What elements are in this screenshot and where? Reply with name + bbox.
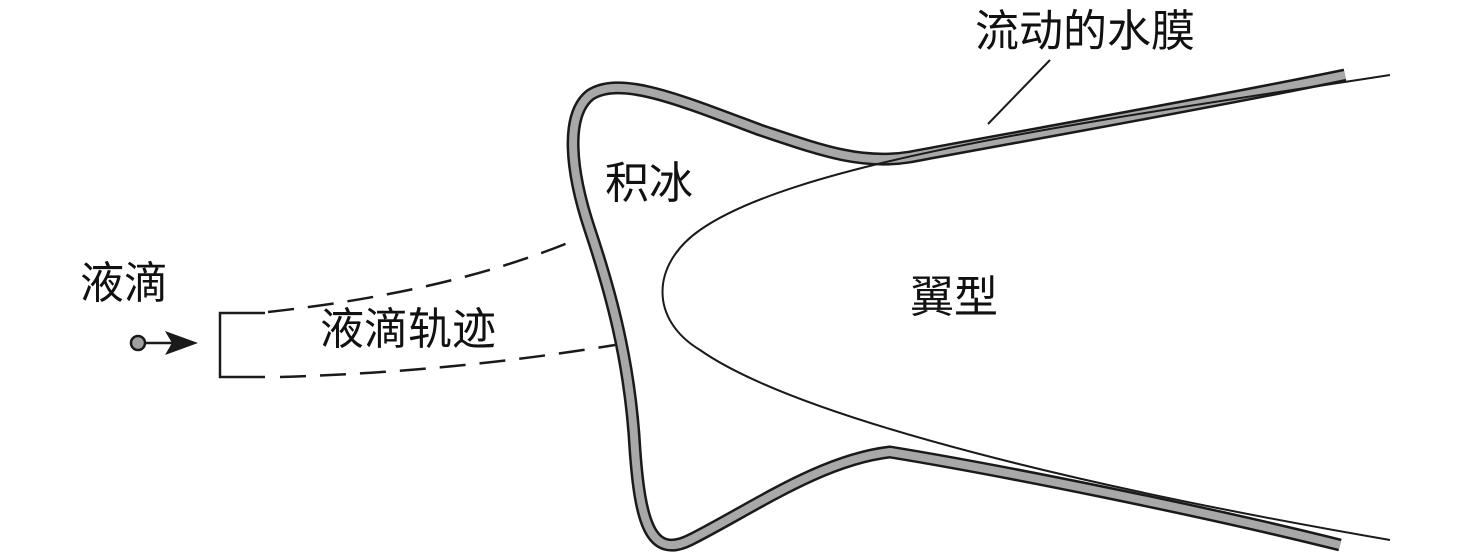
trajectory-lower-dashed <box>279 343 616 379</box>
label-airfoil: 翼型 <box>910 272 998 323</box>
label-water-film: 流动的水膜 <box>975 6 1195 57</box>
label-ice: 积冰 <box>605 158 693 209</box>
label-droplet-trajectory: 液滴轨迹 <box>320 304 496 355</box>
trajectory-upper-dashed <box>267 238 576 314</box>
airfoil-outline <box>661 74 1391 541</box>
label-droplet: 液滴 <box>80 258 168 309</box>
arrow-right-icon <box>165 331 198 355</box>
water-film-leader-line <box>987 59 1051 125</box>
trajectory-bracket <box>218 311 265 379</box>
droplet-icon <box>129 334 147 352</box>
